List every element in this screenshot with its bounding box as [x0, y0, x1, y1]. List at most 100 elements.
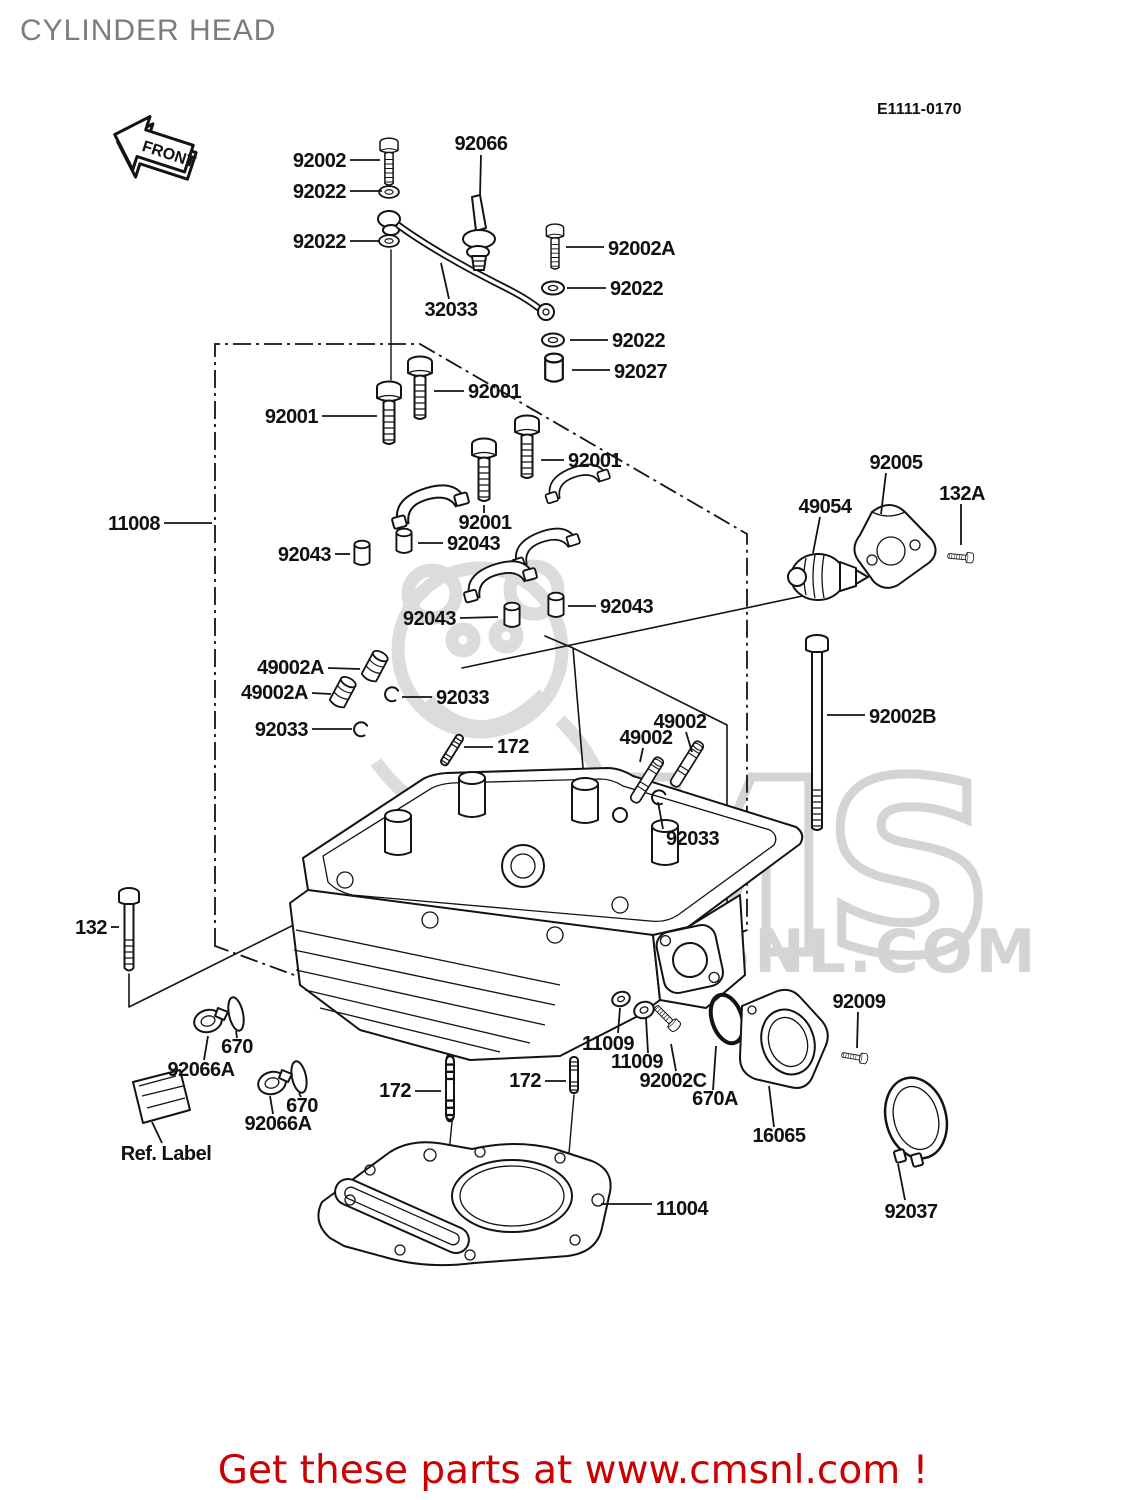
leader-line-18 [327, 667, 361, 670]
part-label-92066a-32: 92066A [167, 1059, 234, 1081]
leader-line-44 [897, 1163, 906, 1201]
leader-line-24 [639, 747, 644, 763]
part-label-49002a-19: 49002A [241, 682, 308, 704]
bushing-92043-icon [503, 601, 521, 628]
washer-92022-icon [541, 280, 565, 296]
stud-172-icon [444, 1053, 456, 1123]
part-label-92022-7: 92022 [612, 330, 665, 352]
part-label-49002-23: 49002 [653, 711, 706, 733]
leader-line-41 [712, 1045, 717, 1091]
bolt-92001-icon [376, 380, 402, 445]
part-label-92066-3: 92066 [454, 133, 507, 155]
part-label-92002c-40: 92002C [639, 1070, 706, 1092]
leader-line-3 [479, 154, 482, 197]
bolt-92001-icon [407, 355, 433, 420]
head-gasket-11004-icon [317, 1141, 612, 1267]
part-label-92002a-4: 92002A [608, 238, 675, 260]
bolt-132a-icon [946, 550, 975, 564]
diagram-code: E1111-0170 [877, 101, 962, 118]
part-label-92027-8: 92027 [614, 361, 667, 383]
part-label-92022-2: 92022 [293, 231, 346, 253]
leader-line-32 [203, 1035, 209, 1061]
part-label-172-36: 172 [379, 1080, 411, 1102]
front-direction-arrow: FRONT [113, 115, 198, 181]
bottom-parts [317, 988, 949, 1267]
part-label-92001-9: 92001 [468, 381, 521, 403]
part-label-92002b-26: 92002B [869, 706, 936, 728]
bushing-92043-icon [395, 527, 413, 554]
oil-plug-92066a-icon [193, 1007, 229, 1034]
thermostat-position-line [461, 585, 851, 669]
part-label-49054-29: 49054 [798, 496, 852, 518]
leader-line-43 [856, 1011, 859, 1049]
leader-line-16 [459, 616, 499, 619]
bolt-92002b-icon [805, 634, 829, 831]
part-label-ref-label-35: Ref. Label [121, 1143, 212, 1165]
thermostat-49054-icon [787, 553, 869, 601]
part-label-92009-43: 92009 [832, 991, 885, 1013]
part-label-92037-44: 92037 [884, 1201, 937, 1223]
leader-line-6 [440, 262, 450, 300]
part-label-92033-20: 92033 [436, 687, 489, 709]
plug-92027-icon [544, 352, 564, 383]
part-label-92033-25: 92033 [666, 828, 719, 850]
tappet-49002a-icon [359, 647, 391, 685]
part-label-11009-39: 11009 [611, 1051, 663, 1073]
screw-92009-icon [840, 1049, 869, 1065]
exhaust-flange [655, 924, 724, 994]
part-label-92033-21: 92033 [255, 719, 308, 741]
leader-line-27 [880, 472, 887, 515]
part-label-92005-27: 92005 [869, 452, 922, 474]
cover-92005-icon [853, 504, 937, 589]
valve-seat-ring-icon [612, 807, 628, 823]
part-label-32033-6: 32033 [424, 299, 477, 321]
part-label-132-30: 132 [75, 917, 107, 939]
part-label-49002-24: 49002 [619, 727, 672, 749]
intake-boot-16065-icon [739, 988, 829, 1089]
washer-11009-icon [611, 990, 631, 1008]
page-title: CYLINDER HEAD [20, 14, 277, 47]
o-ring-670-icon [227, 996, 245, 1032]
thermostat-group [787, 504, 975, 831]
bushing-92043-icon [547, 591, 565, 618]
leader-line-19 [311, 692, 332, 695]
bolt-132-icon [118, 887, 140, 972]
o-ring-670-icon [290, 1060, 308, 1094]
valve-towers [384, 771, 679, 866]
part-label-16065-42: 16065 [752, 1125, 805, 1147]
part-label-49002a-18: 49002A [257, 657, 324, 679]
cylinder-head-drawing [289, 767, 804, 1061]
tappet-49002a-icon [327, 673, 359, 711]
water-temp-sensor-92066-icon [462, 194, 496, 271]
part-label-11009-38: 11009 [582, 1033, 634, 1055]
leader-line-25 [657, 801, 664, 830]
leader-line-38 [617, 1007, 621, 1034]
banjo-bolt-92002-icon [379, 137, 399, 186]
part-label-92022-5: 92022 [610, 278, 663, 300]
leader-line-34 [269, 1095, 274, 1115]
part-label-92001-10: 92001 [265, 406, 318, 428]
washer-92022-icon [541, 332, 565, 348]
part-label-92043-15: 92043 [447, 533, 500, 555]
part-label-92001-12: 92001 [458, 512, 511, 534]
footer-promo-text: Get these parts at www.cmsnl.com ! [217, 1448, 929, 1493]
part-label-670-31: 670 [221, 1036, 253, 1058]
part-label-11008-13: 11008 [108, 513, 160, 535]
leader-line-35 [151, 1121, 163, 1144]
clamp-92037-icon [883, 1076, 949, 1168]
washer-92022-icon [378, 185, 400, 199]
bolt-92001-icon [471, 437, 497, 502]
part-label-172-37: 172 [509, 1070, 541, 1092]
left-side-parts [118, 887, 308, 1124]
oil-pipe-assembly [377, 137, 565, 383]
part-label-92043-17: 92043 [600, 596, 653, 618]
part-number-labels: 9200292022920229206692002A92022320339202… [75, 133, 985, 1223]
part-label-132a-28: 132A [939, 483, 985, 505]
part-label-172-22: 172 [497, 736, 529, 758]
oil-plug-92066a-icon [257, 1069, 293, 1096]
leader-line-33 [298, 1092, 302, 1098]
shim-92033-icon [351, 719, 369, 739]
front-arrow-shape [113, 115, 195, 174]
banjo-fitting [377, 210, 401, 236]
